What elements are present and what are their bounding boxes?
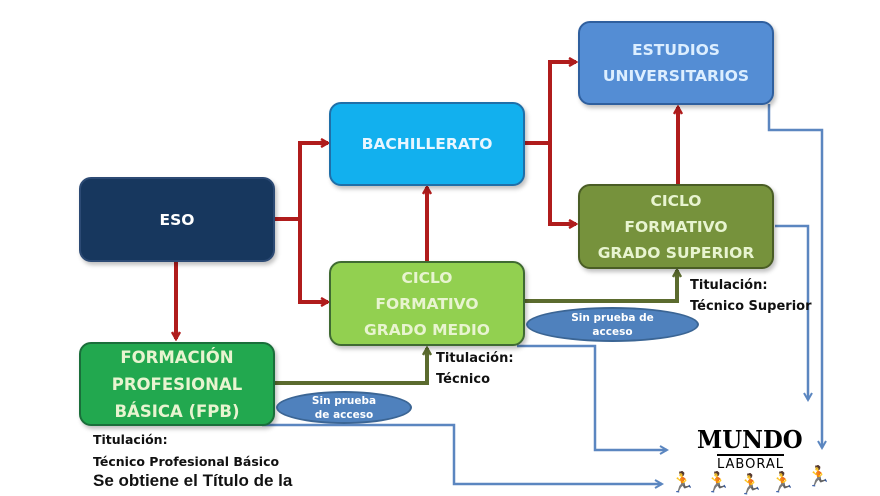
logo-subtitle: LABORAL [717, 454, 784, 472]
runner-icon: 🏃 [806, 464, 831, 488]
titulo-eso-note: Se obtiene el Título de la [93, 471, 293, 490]
titulacion-fpb-label: Titulación: [93, 432, 168, 447]
bachillerato-box: BACHILLERATO [329, 102, 525, 186]
arrow-ciclo-superior-to-laboral [775, 224, 808, 400]
arrow-ciclo-medio-to-laboral [517, 344, 667, 450]
logo-title: MUNDO [697, 425, 803, 454]
runner-icon: 🏃 [770, 470, 795, 494]
runner-icon: 🏃 [670, 470, 695, 494]
titulacion-fpb-value: Técnico Profesional Básico [93, 454, 280, 469]
arrow-eso-to-ciclo-medio [298, 219, 328, 302]
arrow-universidad-to-laboral [767, 104, 822, 448]
ciclo-superior-box: CICLO FORMATIVO GRADO SUPERIOR [578, 184, 774, 269]
titulacion-medio-label: Titulación: [436, 351, 514, 366]
titulacion-superior-value: Técnico Superior [690, 299, 812, 314]
arrow-fpb-to-ciclo-medio [274, 348, 427, 385]
estudios-universitarios-box: ESTUDIOS UNIVERSITARIOS [578, 21, 774, 105]
sin-prueba-acceso-badge-fpb: Sin prueba de acceso [276, 391, 412, 424]
titulacion-superior-label: Titulación: [690, 278, 768, 293]
titulacion-medio-value: Técnico [436, 372, 491, 387]
ciclo-medio-box: CICLO FORMATIVO GRADO MEDIO [329, 261, 525, 346]
arrow-bachillerato-to-universidad [523, 62, 576, 145]
runner-icon: 🏃 [738, 472, 763, 496]
eso-box: ESO [79, 177, 275, 262]
arrow-fpb-to-laboral [262, 423, 662, 484]
fpb-box: FORMACIÓN PROFESIONAL BÁSICA (FPB) [79, 342, 275, 426]
runner-icon: 🏃 [705, 470, 730, 494]
arrow-ciclo-medio-to-ciclo-superior [524, 270, 677, 303]
arrow-bachillerato-to-ciclo-superior [548, 143, 576, 224]
sin-prueba-acceso-badge-medio: Sin prueba de acceso [526, 307, 699, 342]
arrow-eso-to-bachillerato [274, 143, 328, 221]
